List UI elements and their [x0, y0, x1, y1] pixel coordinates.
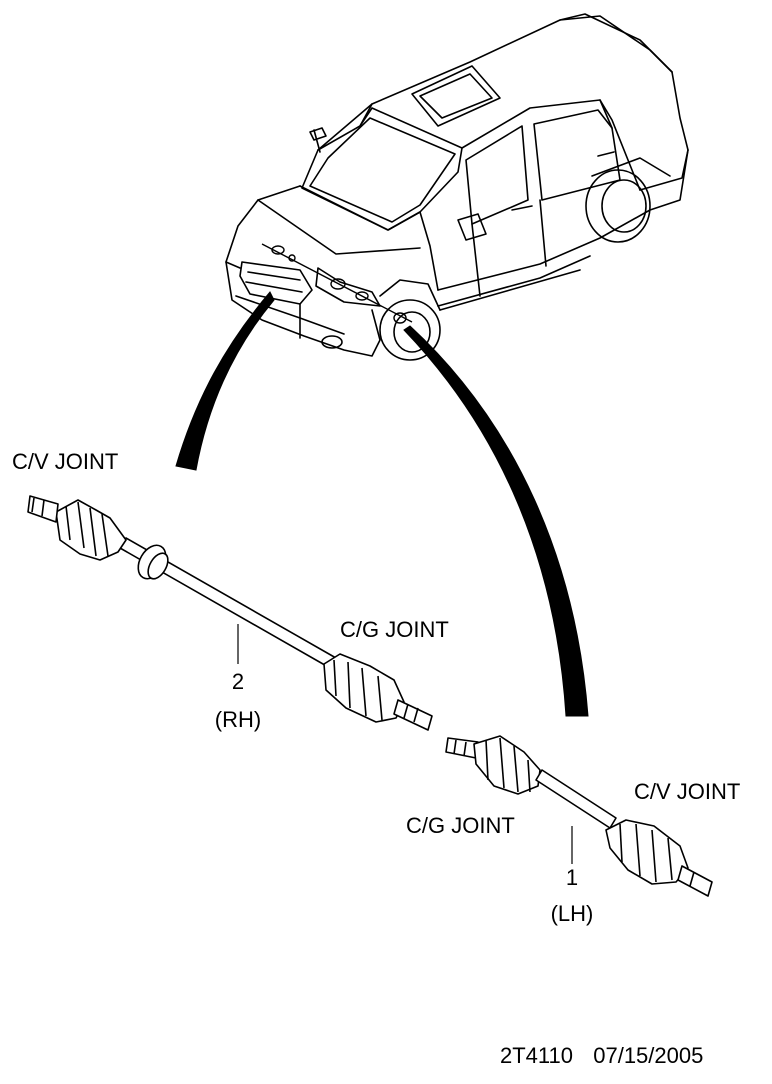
car-illustration	[225, 13, 689, 361]
rh-pointer-curve	[175, 291, 275, 471]
drawing-code: 2T4110	[500, 1043, 573, 1068]
rh-side-label: (RH)	[214, 707, 262, 732]
car-driveshaft-hint	[261, 243, 413, 324]
lh-part-number: 1	[565, 865, 579, 890]
lh-drive-shaft	[445, 735, 713, 897]
rh-cv-joint-label: C/V JOINT	[12, 449, 119, 474]
lh-side-label: (LH)	[550, 901, 594, 926]
rh-cg-joint-label: C/G JOINT	[340, 617, 449, 642]
lh-cg-joint-label: C/G JOINT	[406, 813, 515, 838]
lh-pointer-curve	[403, 325, 589, 717]
drawing-date: 07/15/2005	[593, 1043, 704, 1068]
footer-code: 2T4110 07/15/2005	[500, 1044, 703, 1068]
callout-leaders	[237, 624, 573, 864]
lh-cv-joint-label: C/V JOINT	[634, 779, 741, 804]
rh-part-number: 2	[231, 669, 245, 694]
rh-drive-shaft	[27, 495, 433, 731]
